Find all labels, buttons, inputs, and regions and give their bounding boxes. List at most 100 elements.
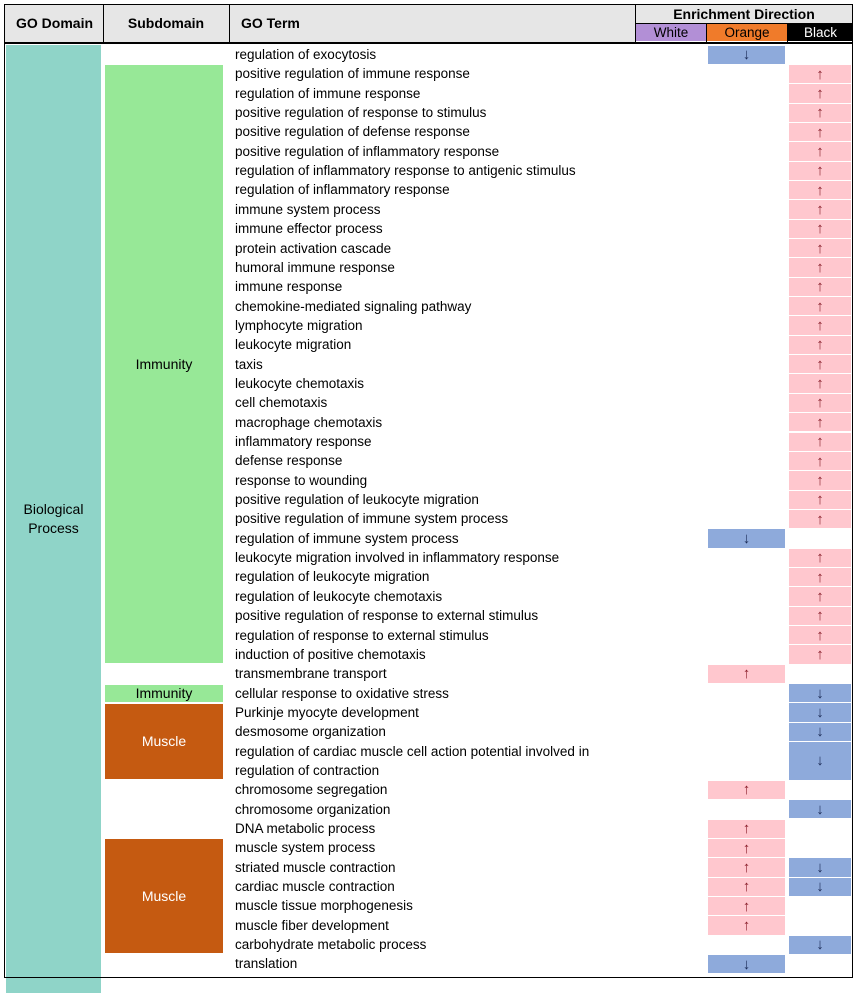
border-line <box>852 4 853 978</box>
orange-down-arrow-icon: ↓ <box>708 45 785 64</box>
black-up-arrow-icon: ↑ <box>789 122 851 142</box>
orange-up-arrow-icon: ↑ <box>708 858 785 877</box>
go-term-cell: immune effector process <box>235 221 383 237</box>
black-down-arrow-icon: ↓ <box>789 800 851 819</box>
black-down-arrow-icon: ↓ <box>789 703 851 722</box>
go-term-cell: carbohydrate metabolic process <box>235 937 427 953</box>
go-term-cell: positive regulation of defense response <box>235 124 470 140</box>
header-orange: Orange <box>707 23 787 41</box>
subdomain-cell-muscle: Muscle <box>105 703 223 780</box>
go-term-cell: transmembrane transport <box>235 666 387 682</box>
black-up-arrow-icon: ↑ <box>789 432 851 451</box>
black-up-arrow-icon: ↑ <box>789 509 851 529</box>
go-term-cell: muscle system process <box>235 840 376 856</box>
go-term-cell: DNA metabolic process <box>235 821 376 836</box>
border-line <box>229 4 230 42</box>
black-up-arrow-icon: ↑ <box>789 297 851 316</box>
go-term-cell: lymphocyte migration <box>235 317 363 333</box>
orange-up-arrow-icon: ↑ <box>708 819 785 838</box>
go-term-cell: positive regulation of response to exter… <box>235 608 539 624</box>
go-term-cell: regulation of cardiac muscle cell action… <box>235 743 590 759</box>
go-term-cell: regulation of response to external stimu… <box>235 627 489 643</box>
black-up-arrow-icon: ↑ <box>789 161 851 180</box>
black-up-arrow-icon: ↑ <box>789 180 851 200</box>
go-term-cell: positive regulation of immune response <box>235 66 470 82</box>
border-line <box>4 42 853 44</box>
go-term-cell: positive regulation of inflammatory resp… <box>235 143 500 159</box>
border-line <box>787 23 788 42</box>
go-term-cell: defense response <box>235 453 343 469</box>
black-up-arrow-icon: ↑ <box>789 626 851 645</box>
black-up-arrow-icon: ↑ <box>789 200 851 219</box>
go-term-cell: Purkinje myocyte development <box>235 704 419 720</box>
go-term-cell: leukocyte migration <box>235 337 352 353</box>
go-term-cell: striated muscle contraction <box>235 859 396 875</box>
go-term-cell: immune response <box>235 279 343 295</box>
go-term-cell: positive regulation of leukocyte migrati… <box>235 492 479 508</box>
orange-up-arrow-icon: ↑ <box>708 838 785 858</box>
black-up-arrow-icon: ↑ <box>789 587 851 606</box>
go-term-cell: regulation of leukocyte chemotaxis <box>235 588 443 604</box>
go-term-cell: response to wounding <box>235 472 368 488</box>
black-down-arrow-icon: ↓ <box>789 935 851 954</box>
border-line <box>4 4 5 978</box>
go-term-cell: muscle fiber development <box>235 917 389 933</box>
go-term-cell: desmosome organization <box>235 724 386 740</box>
go-term-cell: cell chemotaxis <box>235 395 328 411</box>
black-down-arrow-icon: ↓ <box>789 858 851 877</box>
black-up-arrow-icon: ↑ <box>789 471 851 490</box>
orange-down-arrow-icon: ↓ <box>708 529 785 548</box>
orange-up-arrow-icon: ↑ <box>708 896 785 916</box>
orange-up-arrow-icon: ↑ <box>708 780 785 800</box>
go-term-cell: regulation of exocytosis <box>235 47 377 62</box>
go-term-cell: chromosome segregation <box>235 782 388 798</box>
go-term-cell: taxis <box>235 356 263 372</box>
go-domain-cell: Biological Process <box>6 45 101 993</box>
black-up-arrow-icon: ↑ <box>789 413 851 432</box>
border-line <box>4 977 853 978</box>
black-up-arrow-icon: ↑ <box>789 393 851 413</box>
border-line <box>706 23 707 42</box>
black-up-arrow-icon: ↑ <box>789 142 851 161</box>
black-up-arrow-icon: ↑ <box>789 451 851 471</box>
go-enrichment-table: GO Domain Subdomain GO Term Enrichment D… <box>4 4 853 993</box>
go-term-cell: immune system process <box>235 201 381 217</box>
header-white: White <box>636 23 706 41</box>
border-line <box>103 4 104 42</box>
go-term-cell: leukocyte migration involved in inflamma… <box>235 550 560 566</box>
go-term-cell: cardiac muscle contraction <box>235 879 395 895</box>
black-up-arrow-icon: ↑ <box>789 335 851 355</box>
black-up-arrow-icon: ↑ <box>789 645 851 664</box>
go-term-cell: muscle tissue morphogenesis <box>235 898 413 914</box>
header-black: Black <box>788 23 853 41</box>
black-up-arrow-icon: ↑ <box>789 567 851 587</box>
go-term-cell: chemokine-mediated signaling pathway <box>235 298 472 314</box>
go-term-cell: induction of positive chemotaxis <box>235 646 426 662</box>
go-term-cell: regulation of inflammatory response <box>235 182 450 198</box>
go-term-cell: regulation of immune system process <box>235 530 459 546</box>
black-up-arrow-icon: ↑ <box>789 84 851 103</box>
go-term-cell: macrophage chemotaxis <box>235 414 383 430</box>
subdomain-cell-muscle: Muscle <box>105 839 223 954</box>
black-up-arrow-icon: ↑ <box>789 219 851 238</box>
go-term-cell: translation <box>235 956 298 972</box>
go-term-cell: regulation of immune response <box>235 85 421 101</box>
black-down-arrow-icon: ↓ <box>789 877 851 896</box>
border-line <box>635 23 853 24</box>
go-term-cell: regulation of contraction <box>235 762 380 778</box>
black-up-arrow-icon: ↑ <box>789 103 851 122</box>
orange-up-arrow-icon: ↑ <box>708 877 785 896</box>
black-up-arrow-icon: ↑ <box>789 548 851 567</box>
subdomain-cell-immunity: Immunity <box>105 684 223 702</box>
header-subdomain: Subdomain <box>103 4 229 42</box>
border-line <box>4 4 853 5</box>
go-term-cell: protein activation cascade <box>235 240 392 256</box>
black-up-arrow-icon: ↑ <box>789 277 851 297</box>
header-go-domain: GO Domain <box>4 4 103 42</box>
black-up-arrow-icon: ↑ <box>789 258 851 277</box>
go-term-cell: regulation of leukocyte migration <box>235 569 430 585</box>
go-term-cell: chromosome organization <box>235 801 391 817</box>
go-term-cell: cellular response to oxidative stress <box>235 685 449 701</box>
black-up-arrow-icon: ↑ <box>789 64 851 84</box>
go-term-cell: regulation of inflammatory response to a… <box>235 163 576 179</box>
